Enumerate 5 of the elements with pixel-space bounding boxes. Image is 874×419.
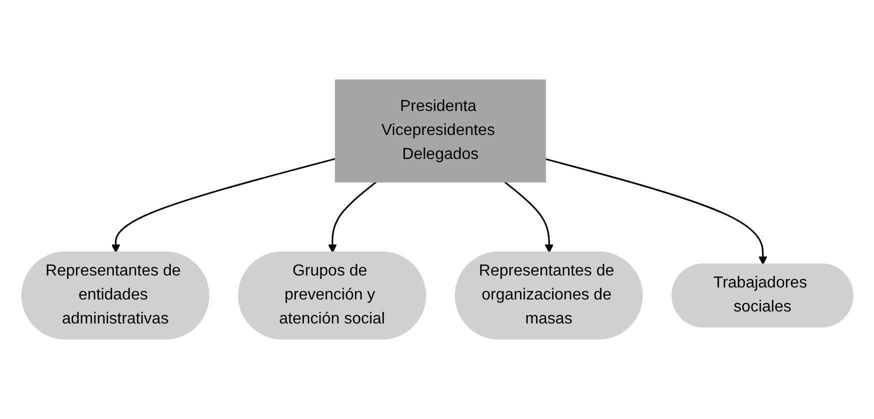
node-box: Presidenta Vicepresidentes Delegados <box>334 80 546 182</box>
arrow <box>544 158 767 265</box>
arrow <box>504 181 554 253</box>
arrow <box>110 158 336 253</box>
arrow <box>328 181 376 253</box>
